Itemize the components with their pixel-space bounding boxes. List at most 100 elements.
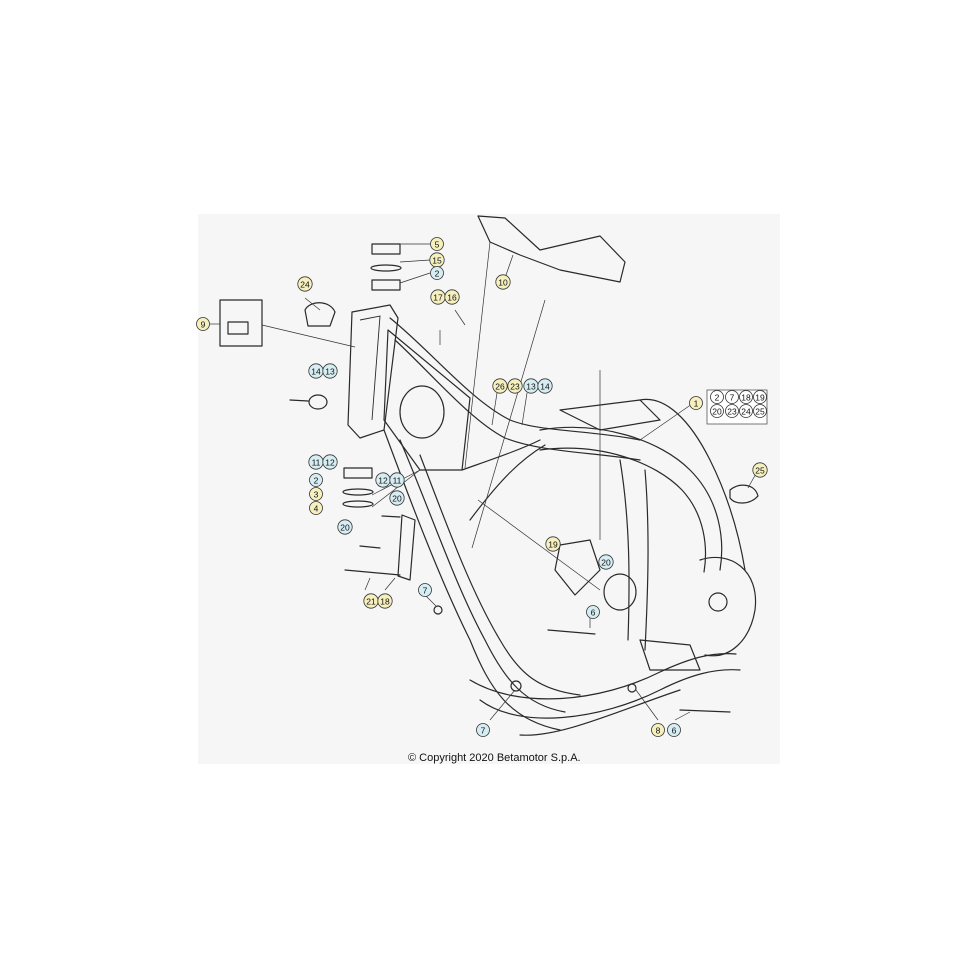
callout-label: 4	[314, 504, 319, 514]
callout-label: 5	[435, 240, 440, 250]
callout-8: 8	[651, 723, 665, 737]
callout-label: 20	[601, 558, 611, 568]
frame-drawing-lines	[219, 215, 759, 736]
callout-circle	[689, 396, 703, 410]
callout-circle	[389, 472, 405, 488]
callout-18: 18	[377, 593, 393, 609]
callout-13: 13	[322, 363, 338, 379]
callout-circle	[586, 605, 600, 619]
kit-item-label: 23	[727, 407, 737, 417]
callout-circle	[309, 501, 323, 515]
callout-label: 11	[312, 458, 321, 468]
callout-circle	[389, 490, 405, 506]
callout-7: 7	[418, 583, 432, 597]
callout-label: 2	[314, 476, 319, 486]
kit-item-circle	[710, 404, 724, 418]
callout-19: 19	[545, 536, 561, 552]
callout-label: 13	[325, 367, 335, 377]
kit-item-label: 24	[741, 407, 751, 417]
callout-label: 12	[378, 476, 388, 486]
callout-label: 1	[694, 399, 699, 409]
callout-1: 1	[689, 396, 703, 410]
callout-circle	[545, 536, 561, 552]
callout-6: 6	[667, 723, 681, 737]
kit-item-23: 23	[725, 404, 739, 418]
callout-label: 11	[393, 476, 402, 486]
callout-12: 12	[375, 472, 391, 488]
callout-label: 20	[340, 523, 350, 533]
callout-9: 9	[196, 317, 210, 331]
callout-circle	[752, 462, 768, 478]
kit-item-circle	[753, 404, 767, 418]
callout-label: 17	[433, 293, 443, 303]
kit-item-circle	[710, 390, 724, 404]
copyright-text: © Copyright 2020 Betamotor S.p.A.	[408, 752, 581, 764]
callout-label: 14	[540, 382, 550, 392]
callout-circle	[667, 723, 681, 737]
callout-10: 10	[495, 274, 511, 290]
callout-circle	[322, 363, 338, 379]
callout-2: 2	[430, 266, 444, 280]
callout-circle	[495, 274, 511, 290]
callout-circle	[507, 378, 523, 394]
callout-circle	[297, 276, 313, 292]
callout-13: 13	[523, 378, 539, 394]
kit-item-25: 25	[753, 404, 767, 418]
callout-circle	[651, 723, 665, 737]
callout-26: 26	[492, 378, 508, 394]
callout-label: 6	[672, 726, 677, 736]
kit-item-label: 7	[730, 393, 735, 403]
callout-circle	[377, 593, 393, 609]
callout-7: 7	[476, 723, 490, 737]
callout-label: 18	[380, 597, 390, 607]
callout-11: 11	[389, 472, 405, 488]
callout-label: 23	[510, 382, 520, 392]
kit-item-20: 20	[710, 404, 724, 418]
callout-label: 2	[435, 269, 440, 279]
kit-item-circle	[725, 390, 739, 404]
kit-item-label: 2	[715, 393, 720, 403]
callout-label: 19	[548, 540, 558, 550]
callout-label: 12	[325, 458, 335, 468]
leader-lines	[210, 241, 759, 721]
kit-item-label: 19	[755, 393, 765, 403]
callout-label: 25	[755, 466, 765, 476]
callout-20: 20	[598, 554, 614, 570]
kit-item-7: 7	[725, 390, 739, 404]
callout-circle	[537, 378, 553, 394]
callout-label: 21	[366, 597, 376, 607]
callout-circle	[430, 237, 444, 251]
kit-item-label: 25	[755, 407, 765, 417]
callout-label: 20	[392, 494, 402, 504]
diagram-panel	[198, 214, 780, 764]
callout-label: 14	[311, 367, 321, 377]
callout-label: 6	[591, 608, 596, 618]
callout-label: 24	[300, 280, 310, 290]
callout-14: 14	[308, 363, 324, 379]
kit-item-circle	[725, 404, 739, 418]
callout-label: 7	[423, 586, 428, 596]
callout-label: 8	[656, 726, 661, 736]
callout-circle	[322, 454, 338, 470]
callout-circle	[196, 317, 210, 331]
callout-label: 9	[201, 320, 206, 330]
kit-item-circle	[739, 404, 753, 418]
callout-12: 12	[322, 454, 338, 470]
callout-15: 15	[429, 252, 445, 268]
callout-11: 11	[308, 454, 324, 470]
callout-25: 25	[752, 462, 768, 478]
callout-label: 3	[314, 490, 319, 500]
callout-label: 26	[495, 382, 505, 392]
callout-circle	[418, 583, 432, 597]
kit-item-label: 20	[712, 407, 722, 417]
callout-label: 16	[447, 293, 457, 303]
callout-circle	[309, 487, 323, 501]
callout-14: 14	[537, 378, 553, 394]
kit-item-19: 19	[753, 390, 767, 404]
callout-5: 5	[430, 237, 444, 251]
callout-label: 13	[526, 382, 536, 392]
callout-21: 21	[363, 593, 379, 609]
